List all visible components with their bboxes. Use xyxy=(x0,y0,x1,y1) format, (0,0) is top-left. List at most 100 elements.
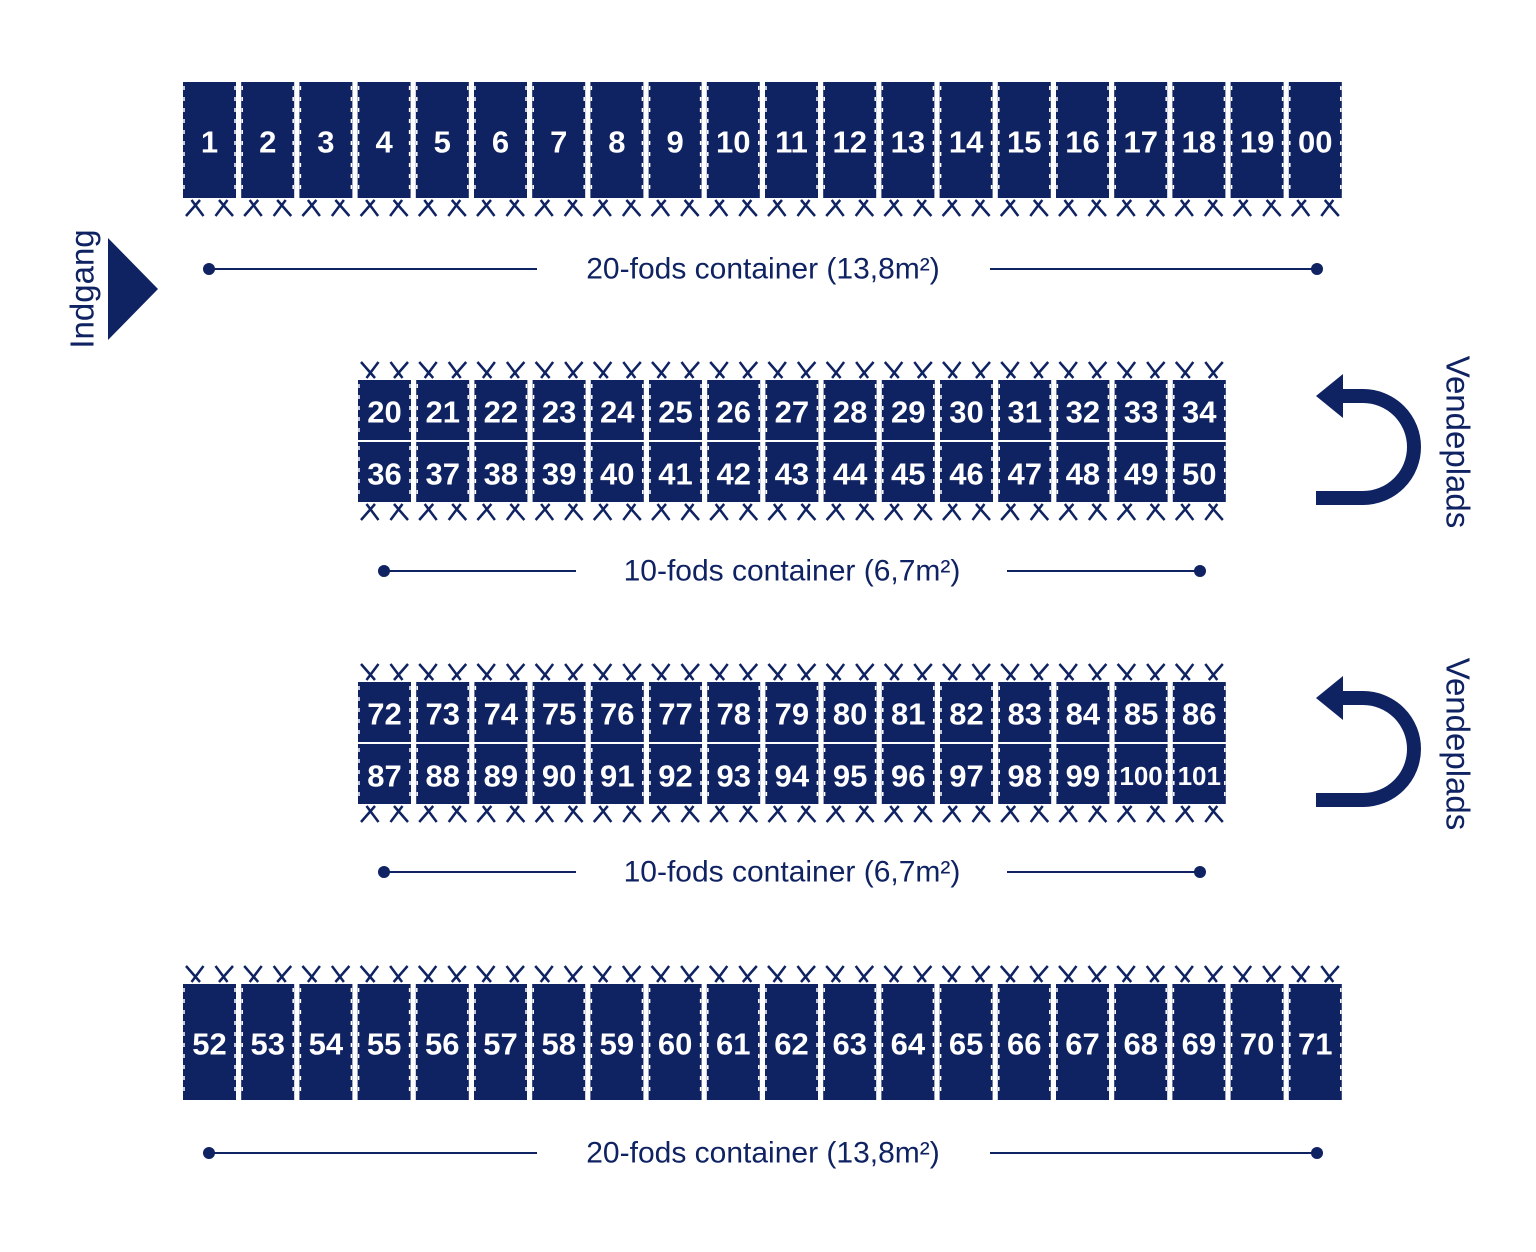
storage-unit[interactable]: 94 xyxy=(765,744,819,823)
storage-unit[interactable]: 42 xyxy=(707,442,761,521)
storage-unit[interactable]: 30 xyxy=(940,361,993,440)
storage-unit[interactable]: 40 xyxy=(590,442,644,521)
storage-unit[interactable]: 91 xyxy=(590,744,644,823)
storage-unit[interactable]: 90 xyxy=(532,744,586,823)
storage-unit[interactable]: 22 xyxy=(474,361,528,440)
storage-unit[interactable]: 73 xyxy=(416,663,470,742)
storage-unit[interactable]: 15 xyxy=(997,82,1051,217)
storage-unit[interactable]: 86 xyxy=(1172,663,1226,742)
storage-unit[interactable]: 60 xyxy=(648,965,702,1100)
storage-unit[interactable]: 9 xyxy=(648,82,702,217)
storage-unit[interactable]: 96 xyxy=(881,744,935,823)
storage-unit[interactable]: 27 xyxy=(765,361,819,440)
storage-unit[interactable]: 32 xyxy=(1056,361,1110,440)
storage-unit[interactable]: 93 xyxy=(707,744,761,823)
storage-unit[interactable]: 36 xyxy=(358,442,411,521)
storage-unit[interactable]: 21 xyxy=(416,361,470,440)
storage-unit[interactable]: 7 xyxy=(532,82,586,217)
storage-unit[interactable]: 5 xyxy=(415,82,469,217)
storage-unit[interactable]: 77 xyxy=(649,663,702,742)
storage-unit[interactable]: 62 xyxy=(765,965,818,1100)
storage-unit[interactable]: 47 xyxy=(998,442,1052,521)
storage-unit[interactable]: 78 xyxy=(707,663,761,742)
storage-unit[interactable]: 80 xyxy=(823,663,877,742)
storage-unit[interactable]: 12 xyxy=(823,82,877,217)
storage-unit[interactable]: 74 xyxy=(474,663,528,742)
storage-unit[interactable]: 33 xyxy=(1114,361,1168,440)
storage-unit[interactable]: 49 xyxy=(1114,442,1168,521)
storage-unit[interactable]: 53 xyxy=(241,965,295,1100)
storage-unit[interactable]: 69 xyxy=(1172,965,1226,1100)
storage-unit[interactable]: 64 xyxy=(881,965,935,1100)
storage-unit[interactable]: 1 xyxy=(183,82,236,217)
storage-unit[interactable]: 63 xyxy=(823,965,877,1100)
storage-unit[interactable]: 41 xyxy=(649,442,702,521)
storage-unit[interactable]: 100 xyxy=(1114,744,1168,823)
storage-unit[interactable]: 43 xyxy=(765,442,819,521)
storage-unit[interactable]: 34 xyxy=(1172,361,1226,440)
storage-unit[interactable]: 6 xyxy=(474,82,527,217)
storage-unit[interactable]: 82 xyxy=(940,663,993,742)
storage-unit[interactable]: 79 xyxy=(765,663,819,742)
storage-unit[interactable]: 4 xyxy=(357,82,411,217)
storage-unit[interactable]: 92 xyxy=(649,744,702,823)
storage-unit[interactable]: 20 xyxy=(358,361,411,440)
storage-unit[interactable]: 97 xyxy=(940,744,993,823)
storage-unit[interactable]: 45 xyxy=(881,442,935,521)
storage-unit[interactable]: 67 xyxy=(1056,965,1109,1100)
storage-unit[interactable]: 65 xyxy=(939,965,993,1100)
storage-unit[interactable]: 2 xyxy=(241,82,295,217)
storage-unit[interactable]: 101 xyxy=(1172,744,1226,823)
storage-unit[interactable]: 13 xyxy=(881,82,935,217)
storage-unit[interactable]: 95 xyxy=(823,744,877,823)
storage-unit[interactable]: 76 xyxy=(590,663,644,742)
storage-unit[interactable]: 89 xyxy=(474,744,528,823)
storage-unit[interactable]: 24 xyxy=(590,361,644,440)
storage-unit[interactable]: 87 xyxy=(358,744,411,823)
storage-unit[interactable]: 99 xyxy=(1056,744,1110,823)
storage-unit[interactable]: 18 xyxy=(1172,82,1226,217)
storage-unit[interactable]: 23 xyxy=(532,361,586,440)
storage-unit[interactable]: 54 xyxy=(299,965,353,1100)
storage-unit[interactable]: 85 xyxy=(1114,663,1168,742)
storage-unit[interactable]: 83 xyxy=(998,663,1052,742)
storage-unit[interactable]: 57 xyxy=(474,965,527,1100)
storage-unit[interactable]: 14 xyxy=(939,82,993,217)
storage-unit[interactable]: 75 xyxy=(532,663,586,742)
storage-unit[interactable]: 70 xyxy=(1230,965,1284,1100)
storage-unit[interactable]: 37 xyxy=(416,442,470,521)
storage-unit[interactable]: 88 xyxy=(416,744,470,823)
storage-unit[interactable]: 00 xyxy=(1288,82,1342,217)
storage-unit[interactable]: 25 xyxy=(649,361,702,440)
storage-unit[interactable]: 26 xyxy=(707,361,761,440)
storage-unit[interactable]: 52 xyxy=(183,965,236,1100)
storage-unit[interactable]: 3 xyxy=(299,82,353,217)
storage-unit[interactable]: 81 xyxy=(881,663,935,742)
storage-unit[interactable]: 39 xyxy=(532,442,586,521)
storage-unit[interactable]: 84 xyxy=(1056,663,1110,742)
storage-unit[interactable]: 66 xyxy=(997,965,1051,1100)
storage-unit[interactable]: 56 xyxy=(415,965,469,1100)
storage-unit[interactable]: 59 xyxy=(590,965,644,1100)
storage-unit[interactable]: 28 xyxy=(823,361,877,440)
storage-unit[interactable]: 46 xyxy=(940,442,993,521)
storage-unit[interactable]: 38 xyxy=(474,442,528,521)
storage-unit[interactable]: 71 xyxy=(1288,965,1342,1100)
storage-unit[interactable]: 58 xyxy=(532,965,586,1100)
storage-unit[interactable]: 8 xyxy=(590,82,644,217)
storage-unit[interactable]: 19 xyxy=(1230,82,1284,217)
storage-unit[interactable]: 61 xyxy=(706,965,760,1100)
storage-unit[interactable]: 29 xyxy=(881,361,935,440)
storage-unit[interactable]: 17 xyxy=(1114,82,1168,217)
storage-unit[interactable]: 50 xyxy=(1172,442,1226,521)
storage-unit[interactable]: 10 xyxy=(706,82,760,217)
storage-unit[interactable]: 11 xyxy=(765,82,818,217)
storage-unit[interactable]: 72 xyxy=(358,663,411,742)
storage-unit[interactable]: 48 xyxy=(1056,442,1110,521)
storage-unit[interactable]: 98 xyxy=(998,744,1052,823)
storage-unit[interactable]: 68 xyxy=(1114,965,1168,1100)
storage-unit[interactable]: 44 xyxy=(823,442,877,521)
storage-unit[interactable]: 55 xyxy=(357,965,411,1100)
storage-unit[interactable]: 31 xyxy=(998,361,1052,440)
storage-unit[interactable]: 16 xyxy=(1056,82,1109,217)
